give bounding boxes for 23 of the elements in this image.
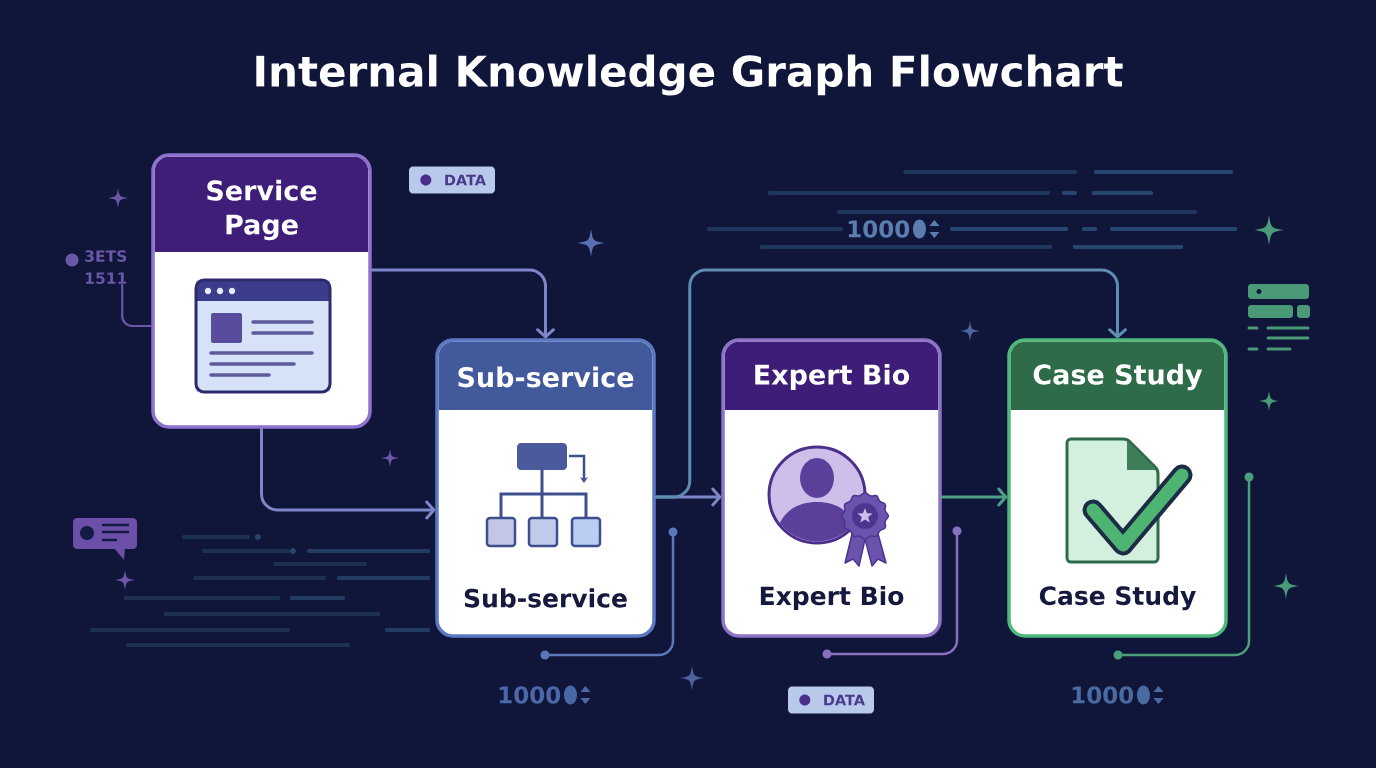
- card-header: Expert Bio: [724, 341, 939, 410]
- arrow: [370, 268, 555, 339]
- arrow: [940, 487, 1008, 507]
- card-label: Case Study: [1039, 585, 1196, 611]
- card-header: Case Study: [1010, 341, 1225, 410]
- card: [435, 338, 656, 638]
- number-text: 1000: [499, 686, 561, 704]
- title: Internal Knowledge Graph Flowchart: [256, 54, 1123, 96]
- leader-line: [121, 284, 153, 328]
- number-text: 1000: [848, 220, 910, 238]
- arrow: [654, 268, 1127, 499]
- number-text: 1000: [1072, 686, 1134, 704]
- card-header: Sub-service: [438, 341, 653, 410]
- data-badge: DATA: [788, 686, 874, 714]
- arrow: [260, 427, 436, 520]
- card-label: Expert Bio: [760, 585, 904, 611]
- card: [151, 153, 372, 429]
- side-note: 3ETS 1511: [85, 250, 127, 284]
- card: [721, 338, 942, 638]
- data-badge: DATA: [409, 166, 495, 194]
- card-label: Sub-service: [464, 588, 627, 608]
- card: [1007, 338, 1228, 638]
- card-header: Service Page: [154, 156, 369, 252]
